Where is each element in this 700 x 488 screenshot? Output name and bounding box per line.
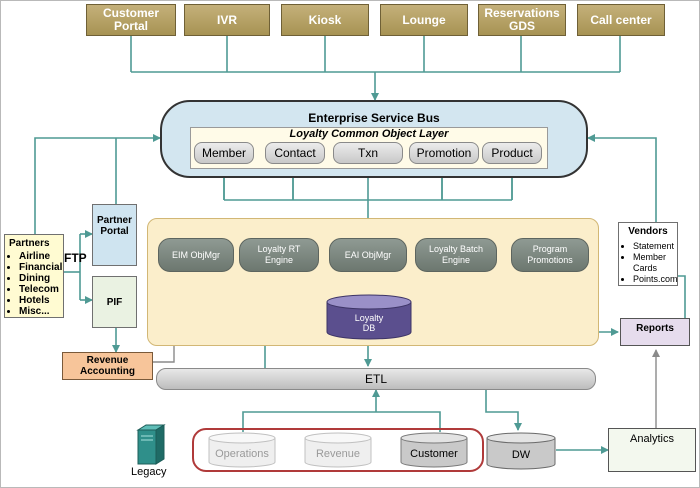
partners-title: Partners (9, 238, 50, 249)
source-systems-group (192, 428, 484, 472)
channel-customer-portal: Customer Portal (86, 4, 176, 36)
etl-bar: ETL (156, 368, 596, 390)
channel-kiosk: Kiosk (281, 4, 369, 36)
revenue-label: Revenue (315, 448, 361, 460)
partner-item: Hotels (19, 295, 59, 306)
legacy-server-icon (136, 424, 166, 465)
customer-cylinder (400, 432, 468, 468)
dw-cylinder (486, 432, 556, 470)
vendor-item: Points.com (633, 274, 678, 285)
channel-reservations-gds: Reservations GDS (478, 4, 566, 36)
vendor-item: Statement (633, 241, 674, 252)
reports-box: Reports (620, 318, 690, 346)
partner-item: Dining (19, 273, 59, 284)
analytics-box: Analytics (608, 428, 696, 472)
revenue-cylinder (304, 432, 372, 468)
engine-loyalty-batch: Loyalty Batch Engine (415, 238, 497, 272)
vendors-box: Vendors Statement Member Cards Points.co… (618, 222, 678, 286)
partner-item: Financial (19, 262, 62, 273)
vendor-item: Member Cards (633, 252, 673, 274)
dw-label: DW (511, 449, 531, 461)
legacy-label: Legacy (131, 466, 167, 478)
loyalty-db-label: Loyalty DB (354, 313, 384, 333)
esb-title: Enterprise Service Bus (308, 111, 440, 125)
operations-label: Operations (215, 448, 269, 460)
channel-lounge: Lounge (380, 4, 468, 36)
object-contact: Contact (265, 142, 325, 164)
partner-item: Telecom (19, 284, 59, 295)
engine-program-promotions: Program Promotions (511, 238, 589, 272)
channel-ivr: IVR (184, 4, 270, 36)
partner-item: Airline (19, 251, 59, 262)
layer-title: Loyalty Common Object Layer (289, 128, 449, 140)
engine-eai-objmgr: EAI ObjMgr (329, 238, 407, 272)
pif-box: PIF (92, 276, 137, 328)
engine-eim-objmgr: EIM ObjMgr (158, 238, 234, 272)
loyalty-db-cylinder (326, 294, 412, 340)
channel-call-center: Call center (577, 4, 665, 36)
partner-portal: Partner Portal (92, 204, 137, 266)
revenue-accounting: Revenue Accounting (62, 352, 153, 380)
operations-cylinder (208, 432, 276, 468)
object-txn: Txn (333, 142, 403, 164)
customer-label: Customer (410, 448, 458, 460)
engine-loyalty-rt: Loyalty RT Engine (239, 238, 319, 272)
object-promotion: Promotion (409, 142, 479, 164)
object-product: Product (482, 142, 542, 164)
object-member: Member (194, 142, 254, 164)
vendors-title: Vendors (628, 226, 668, 237)
ftp-label: FTP (64, 251, 87, 265)
partner-item: Misc... (19, 306, 59, 317)
partners-box: Partners Airline Financial Dining Teleco… (4, 234, 64, 318)
